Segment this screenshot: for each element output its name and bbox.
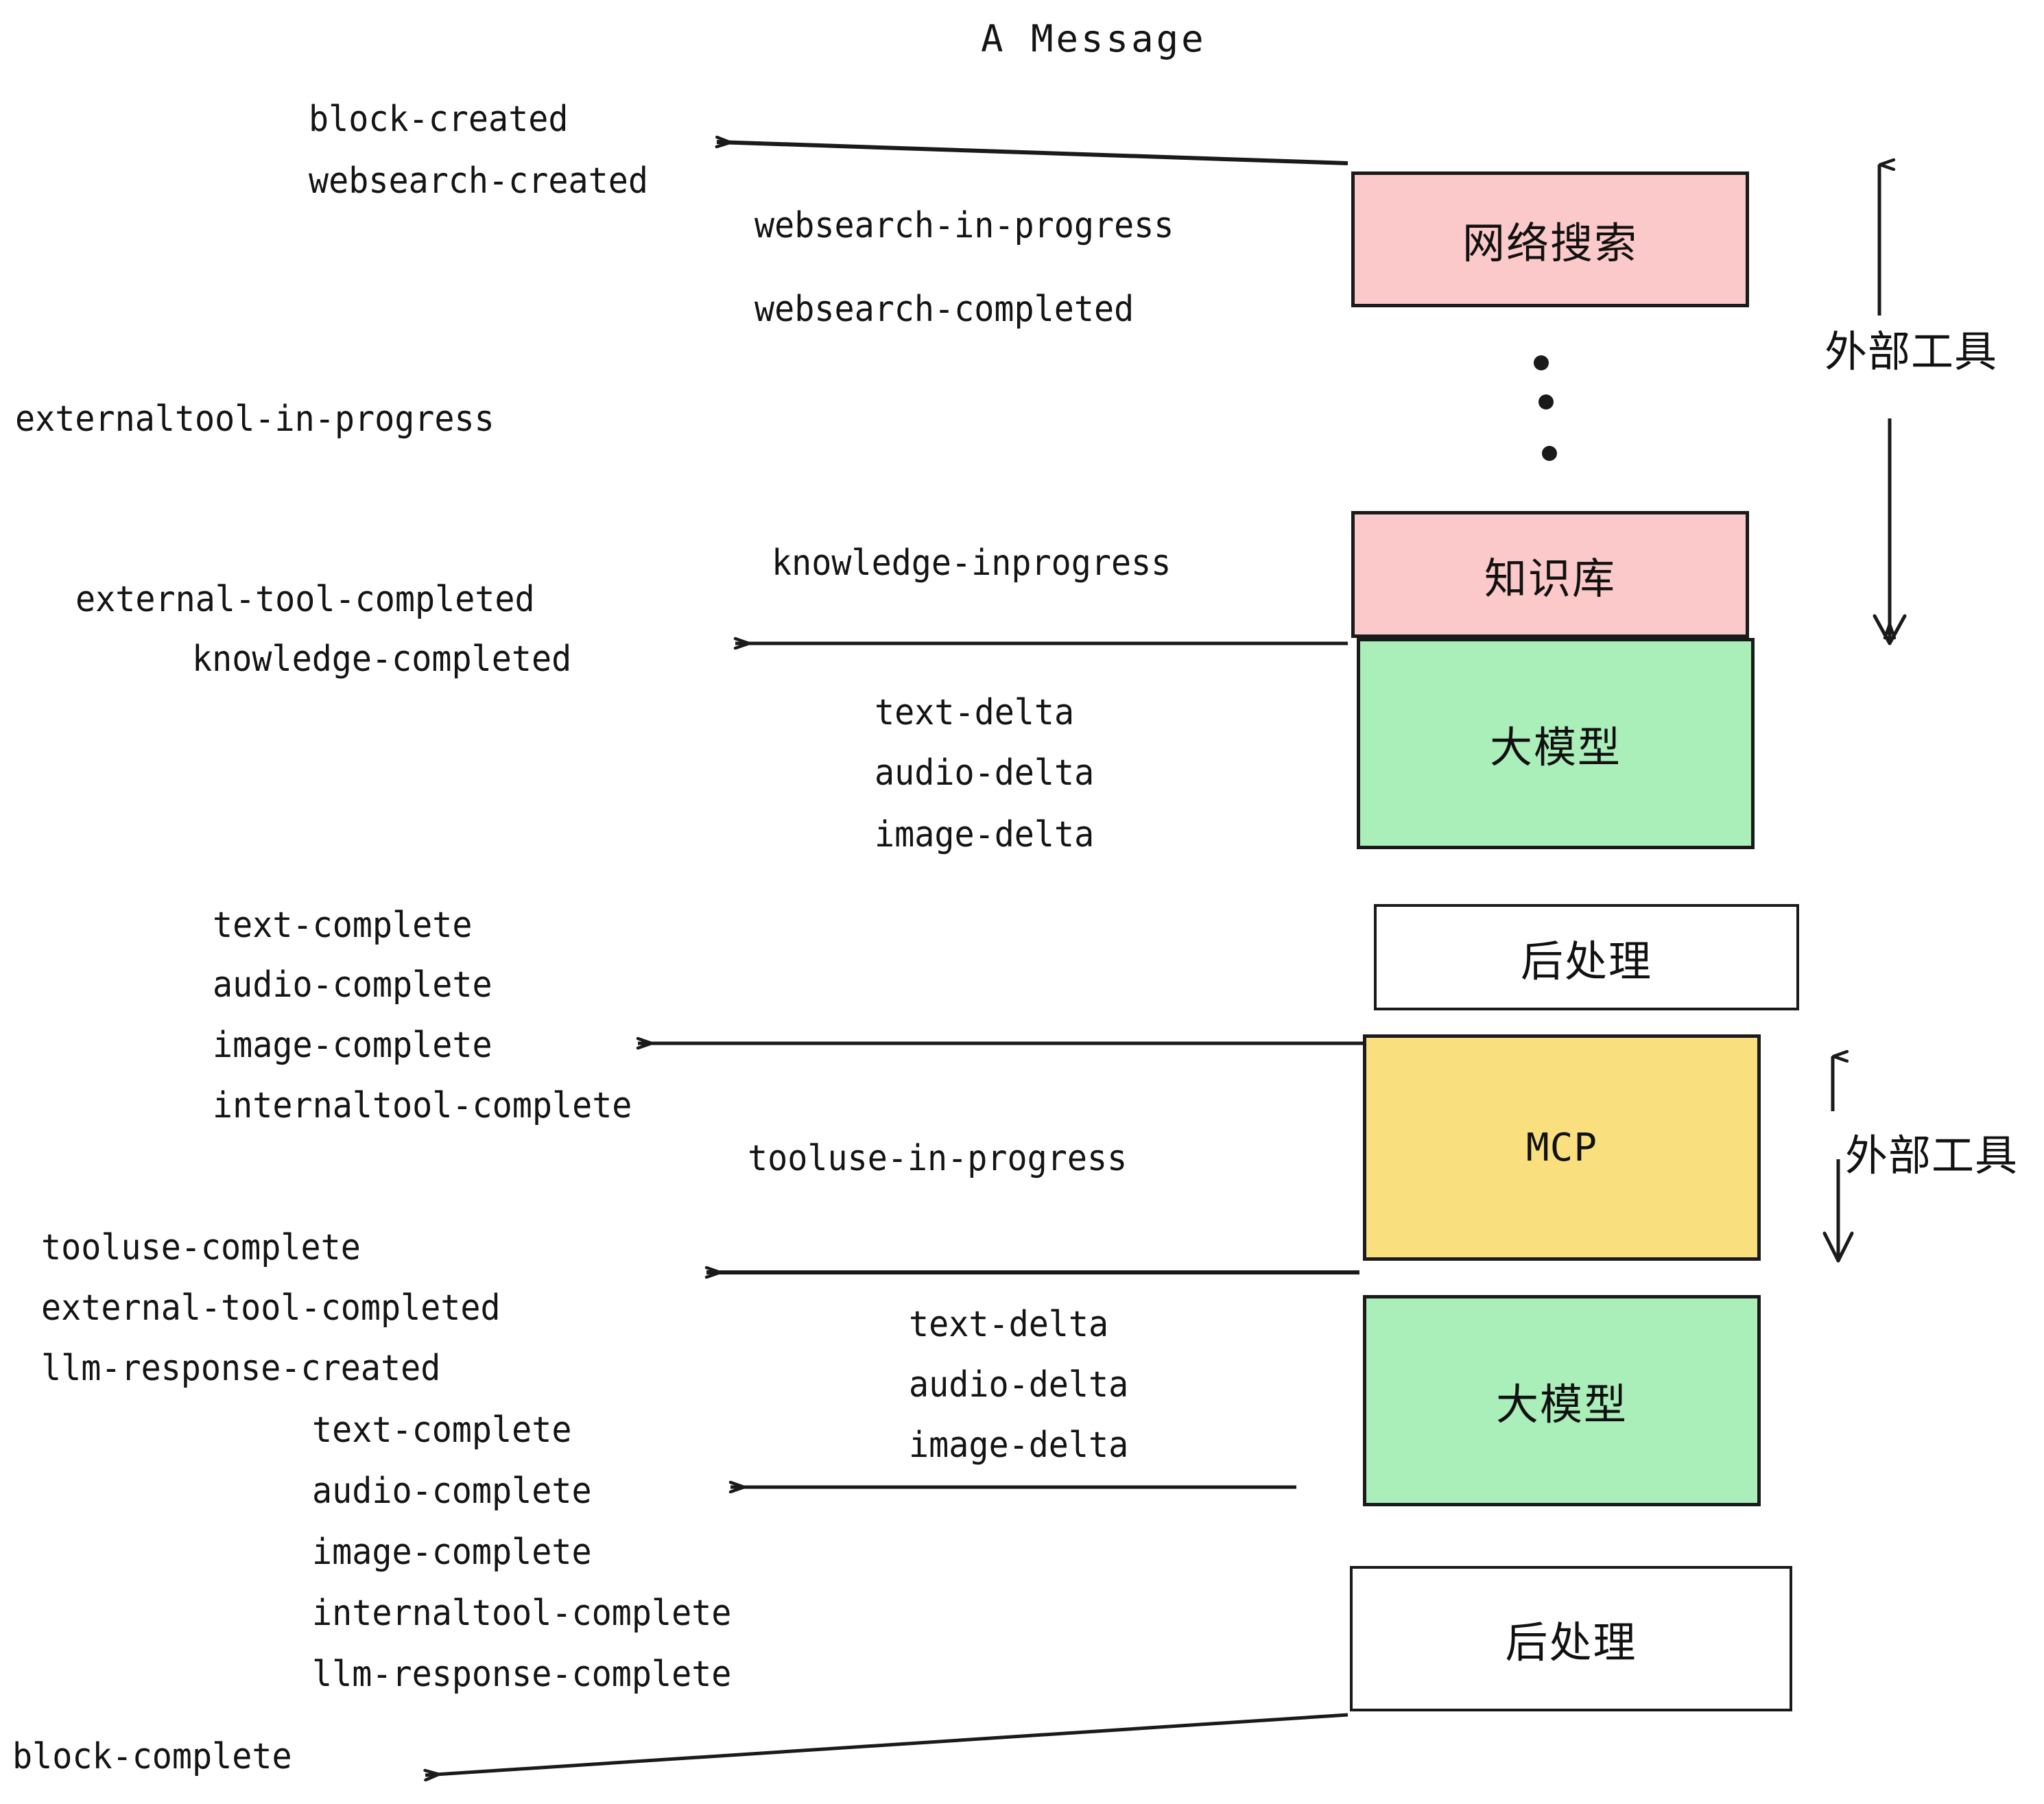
event-label-tooluse-complete: tooluse-complete bbox=[41, 1227, 361, 1268]
event-label-image-delta-1: image-delta bbox=[875, 814, 1095, 855]
event-label-tooluse-in-progress: tooluse-in-progress bbox=[748, 1138, 1128, 1179]
node-llm-top[interactable]: 大模型 bbox=[1357, 638, 1755, 849]
event-label-externaltool-in-progress: externaltool-in-progress bbox=[15, 399, 495, 440]
event-label-audio-delta-1: audio-delta bbox=[875, 752, 1095, 794]
node-label-llm-top: 大模型 bbox=[1489, 722, 1621, 772]
node-label-postprocess-bottom: 后处理 bbox=[1505, 1617, 1637, 1667]
event-label-block-created: block-created bbox=[309, 99, 569, 140]
event-label-llm-response-complete: llm-response-complete bbox=[312, 1654, 732, 1695]
event-label-llm-response-created: llm-response-created bbox=[41, 1348, 441, 1389]
arrowhead-external-tools-top-down bbox=[1873, 614, 1907, 645]
event-label-websearch-in-progress: websearch-in-progress bbox=[754, 205, 1174, 246]
node-llm-bottom[interactable]: 大模型 bbox=[1363, 1295, 1761, 1506]
event-label-image-complete-1: image-complete bbox=[213, 1025, 492, 1066]
event-label-knowledge-inprogress: knowledge-inprogress bbox=[772, 543, 1172, 584]
arrow-postprocess-to-blockcomplete bbox=[425, 1713, 1348, 1775]
event-label-image-delta-2: image-delta bbox=[909, 1425, 1129, 1466]
page-title: A Message bbox=[981, 17, 1207, 60]
event-label-external-tool-completed-2: external-tool-completed bbox=[41, 1287, 501, 1329]
event-label-image-complete-2: image-complete bbox=[312, 1532, 592, 1573]
event-label-audio-delta-2: audio-delta bbox=[909, 1364, 1129, 1405]
node-label-websearch: 网络搜索 bbox=[1462, 218, 1638, 268]
node-label-knowledge: 知识库 bbox=[1484, 553, 1616, 604]
node-label-mcp: MCP bbox=[1525, 1125, 1598, 1170]
node-postprocess-top[interactable]: 后处理 bbox=[1374, 904, 1799, 1010]
arrowhead-external-tools-bottom-down bbox=[1822, 1231, 1854, 1263]
event-label-text-complete-2: text-complete bbox=[312, 1410, 572, 1451]
event-label-websearch-created: websearch-created bbox=[309, 161, 648, 202]
event-label-audio-complete-1: audio-complete bbox=[213, 964, 492, 1006]
ellipsis-dot-1 bbox=[1534, 355, 1549, 370]
node-knowledge[interactable]: 知识库 bbox=[1351, 511, 1749, 638]
event-label-text-delta-1: text-delta bbox=[875, 692, 1075, 733]
event-label-internaltool-complete-2: internaltool-complete bbox=[312, 1593, 732, 1634]
event-label-audio-complete-2: audio-complete bbox=[312, 1471, 592, 1512]
event-label-block-complete: block-complete bbox=[12, 1736, 292, 1777]
ellipsis-dot-3 bbox=[1542, 446, 1557, 461]
event-label-text-delta-2: text-delta bbox=[909, 1304, 1109, 1345]
node-mcp[interactable]: MCP bbox=[1363, 1034, 1761, 1261]
side-label-external-tools-bottom: 外部工具 bbox=[1845, 1130, 2019, 1180]
node-websearch[interactable]: 网络搜索 bbox=[1351, 171, 1749, 307]
event-label-internaltool-complete-1: internaltool-complete bbox=[213, 1085, 632, 1126]
event-label-external-tool-completed-1: external-tool-completed bbox=[75, 579, 535, 620]
node-label-llm-bottom: 大模型 bbox=[1495, 1379, 1628, 1429]
event-label-knowledge-completed: knowledge-completed bbox=[192, 639, 572, 680]
node-label-postprocess-top: 后处理 bbox=[1520, 936, 1652, 986]
side-label-external-tools-top: 外部工具 bbox=[1825, 327, 1998, 377]
node-postprocess-bottom[interactable]: 后处理 bbox=[1350, 1566, 1792, 1711]
ellipsis-dot-2 bbox=[1538, 394, 1554, 410]
event-label-websearch-completed: websearch-completed bbox=[754, 289, 1134, 330]
arrow-websearch-to-created bbox=[717, 142, 1348, 165]
event-label-text-complete-1: text-complete bbox=[213, 905, 473, 946]
